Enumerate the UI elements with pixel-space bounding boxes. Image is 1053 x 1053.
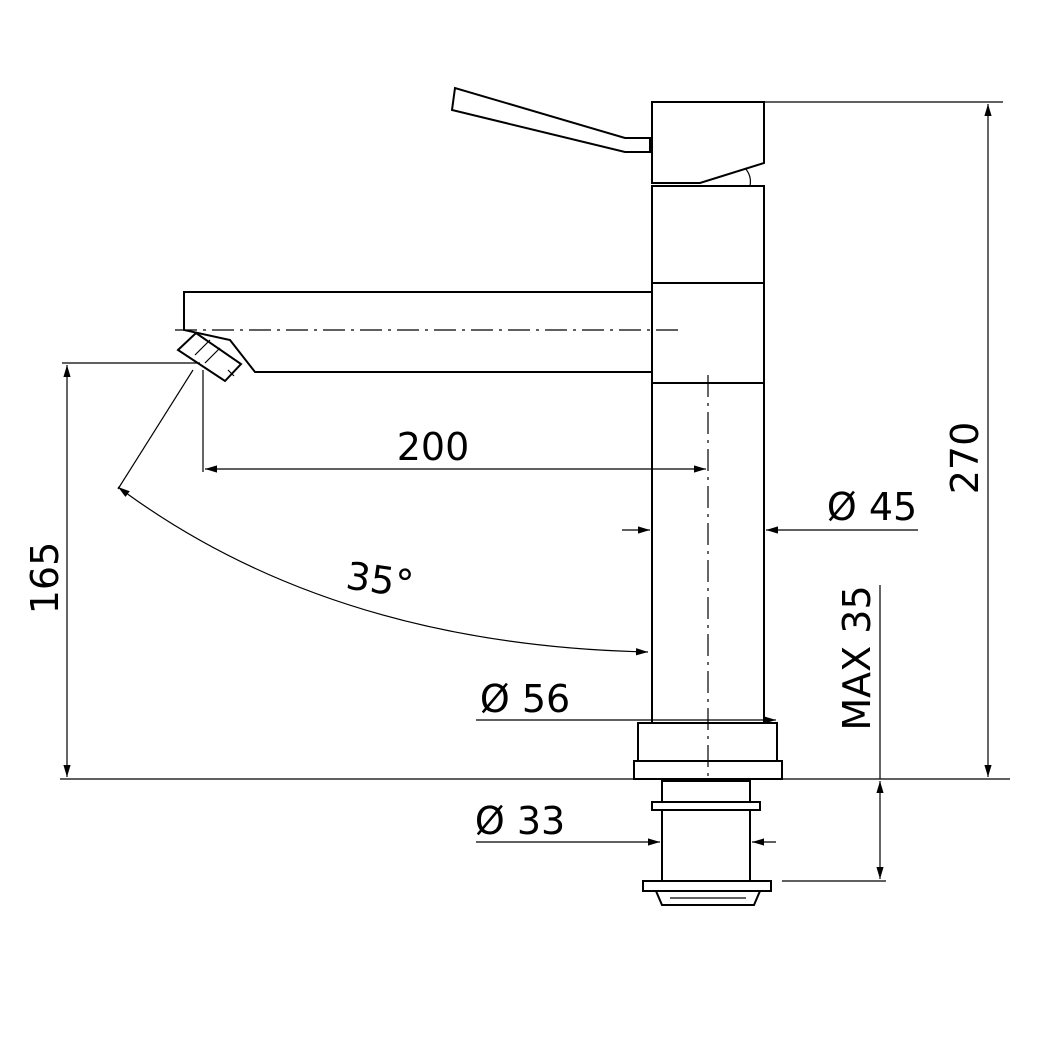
nut [642, 880, 772, 892]
upper-body [651, 185, 765, 284]
dim-text-200: 200 [397, 425, 470, 469]
dim-text-diameter-56: Ø 56 [480, 677, 570, 721]
dim-arc-35 [117, 486, 649, 656]
dim-text-diameter-45: Ø 45 [827, 485, 917, 529]
washer [651, 801, 761, 811]
dim-text-max-35: MAX 35 [835, 585, 879, 730]
dim-text-diameter-33: Ø 33 [475, 799, 565, 843]
spout [183, 291, 667, 373]
shank [661, 780, 751, 882]
dim-text-165: 165 [23, 542, 67, 615]
faucet-outline [176, 86, 783, 906]
lever-handle [450, 86, 651, 153]
cartridge-cap [651, 101, 765, 184]
aerator [176, 331, 243, 383]
dim-text-angle-35: 35° [343, 554, 416, 607]
dim-text-270: 270 [943, 422, 987, 495]
